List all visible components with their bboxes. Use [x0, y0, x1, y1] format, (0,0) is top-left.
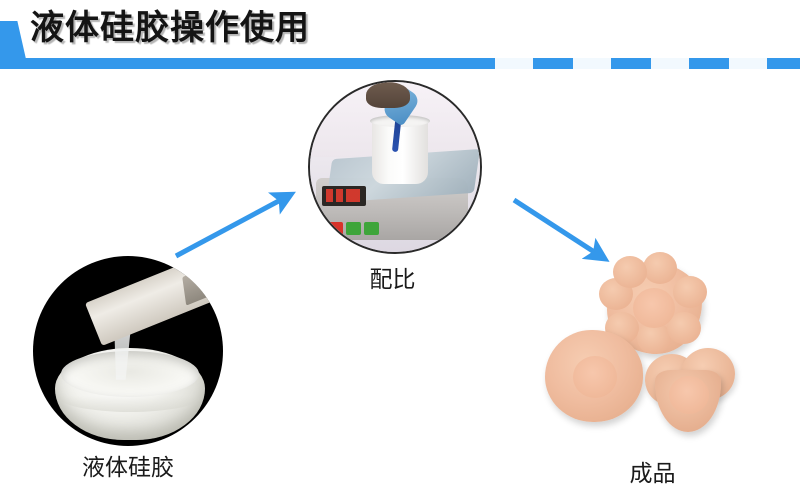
flow-step-ratio: 配比 — [300, 80, 485, 293]
flower-petal-icon — [643, 252, 677, 284]
flow-step-caption-silicone: 液体硅胶 — [82, 455, 174, 481]
ratio-photo — [308, 80, 482, 254]
flower-petal-icon — [613, 256, 647, 288]
scale-key-green-left-icon — [346, 222, 361, 235]
silicone-tub-band-icon — [57, 396, 203, 412]
flow-step-silicone: 液体硅胶 — [28, 256, 228, 481]
heart-center-icon — [669, 376, 709, 414]
flow-step-caption-ratio: 配比 — [369, 267, 416, 293]
process-flow-diagram: 液体硅胶 配比 — [0, 72, 800, 498]
scale-key-red-icon — [328, 222, 343, 235]
flow-step-caption-product: 成品 — [629, 461, 676, 487]
round-center-icon — [573, 356, 617, 398]
header-rule — [0, 58, 800, 69]
product-flower-shape-icon — [599, 252, 707, 354]
flower-center-icon — [633, 288, 675, 328]
flow-step-product: 成品 — [545, 252, 760, 487]
flower-petal-icon — [667, 312, 701, 344]
product-heart-shape-icon — [645, 348, 739, 436]
silicone-tub-rim-icon — [61, 351, 199, 397]
page-header: 液体硅胶操作使用 — [0, 0, 800, 72]
product-round-shape-icon — [545, 330, 643, 422]
page-title: 液体硅胶操作使用 — [30, 8, 310, 48]
scale-display-digits-icon — [326, 189, 360, 202]
scale-key-green-right-icon — [364, 222, 379, 235]
hand-icon — [366, 82, 410, 108]
flower-petal-icon — [673, 276, 707, 308]
silicone-photo — [33, 256, 223, 446]
header-rule-dashes — [455, 58, 800, 69]
